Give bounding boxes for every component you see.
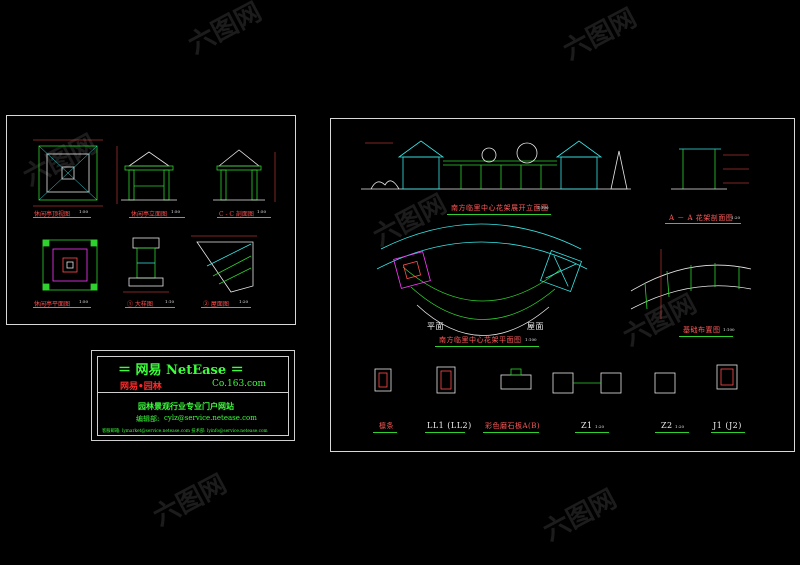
scale-section-cc: 1:50 [257, 209, 266, 214]
label-detail-1: ① 大样图 [127, 301, 153, 308]
scale-front-elevation: 1:50 [171, 209, 180, 214]
watermark-text: 六图网 [558, 3, 642, 67]
underline [655, 432, 689, 433]
trellis-details [374, 364, 738, 394]
title-trellis-elevation: 南方临里中心花架展开立面图 [451, 204, 549, 212]
scale-top-plan: 1:50 [79, 209, 88, 214]
label-plan-word: 平面 [427, 322, 444, 331]
underline [483, 432, 539, 433]
scale-floor-plan: 1:50 [79, 299, 88, 304]
pavilion-section-cc [213, 149, 276, 202]
watermark-text: 六图网 [183, 0, 267, 61]
label-beam: 檩条 [379, 422, 394, 430]
underline [125, 307, 175, 308]
netease-portal: 园林景观行业专业门户网站 [138, 401, 234, 411]
scale-z1: 1:20 [595, 424, 604, 429]
netease-title: ＝ 网易 NetEase ＝ [118, 363, 244, 378]
pavilion-top-plan [33, 139, 103, 207]
underline [679, 336, 733, 337]
title-trellis-plan: 南方临里中心花架平面图 [439, 336, 522, 344]
label-roof-word: 屋面 [527, 322, 544, 331]
trellis-elevation [361, 140, 631, 190]
underline [201, 307, 251, 308]
drawing-sheet-trellis: 南方临里中心花架展开立面图 1:100 A － A 花架剖面图 1:20 平面 … [330, 118, 795, 452]
trellis-drawings [361, 140, 752, 394]
watermark-text: 六图网 [538, 484, 622, 548]
label-z1: Z1 [581, 421, 593, 430]
netease-info-box: ＝ 网易 NetEase ＝ 网易•园林 Co.163.com 园林景观行业专业… [91, 350, 295, 441]
label-section-cc: C - C 剖面图 [219, 211, 254, 218]
label-ll: LL1 (LL2) [427, 421, 472, 430]
trellis-foundation [630, 249, 752, 319]
divider [98, 392, 288, 393]
pavilion-drawings [33, 139, 276, 293]
scale-z2: 1:20 [675, 424, 684, 429]
trellis-plan [376, 223, 588, 336]
label-stone: 彩色磨石板A(B) [485, 422, 541, 430]
underline [373, 432, 397, 433]
netease-contact: 客服邮箱: lymarket@service.netease.com 技术部: … [102, 429, 268, 434]
underline [575, 432, 609, 433]
netease-editor-email: cylz@service.netease.com [164, 414, 257, 422]
underline [711, 432, 745, 433]
pavilion-detail-1 [123, 237, 169, 293]
label-floor-plan: 休闲亭平面图 [34, 301, 71, 308]
label-detail-2: ② 屋面图 [203, 301, 229, 308]
pavilion-detail-2-roof [191, 235, 257, 293]
scale-detail-1: 1:10 [165, 299, 174, 304]
underline [33, 307, 91, 308]
label-j1: J1 (J2) [713, 421, 742, 430]
label-z2: Z2 [661, 421, 673, 430]
netease-sub-right: Co.163.com [212, 379, 267, 389]
scale-foundation: 1:100 [723, 327, 735, 332]
scale-trellis-plan: 1:100 [525, 337, 537, 342]
scale-detail-2: 1:20 [239, 299, 248, 304]
drawing-sheet-pavilion: 休闲亭顶视图 1:50 休闲亭立面图 1:50 C - C 剖面图 1:50 休… [6, 115, 296, 325]
underline [129, 217, 185, 218]
title-section-aa: A － A 花架剖面图 [669, 214, 734, 222]
pavilion-floor-plan [42, 239, 98, 291]
pavilion-front-elevation [116, 146, 177, 204]
label-top-plan: 休闲亭顶视图 [34, 211, 71, 218]
netease-sub-left: 网易•园林 [120, 382, 162, 392]
trellis-section-aa [671, 148, 749, 190]
underline [33, 217, 91, 218]
label-front-elevation: 休闲亭立面图 [131, 211, 168, 218]
scale-section-aa: 1:20 [731, 215, 740, 220]
watermark-text: 六图网 [148, 469, 232, 533]
underline [425, 432, 465, 433]
underline [665, 223, 741, 224]
underline [217, 217, 271, 218]
title-foundation: 基础布置图 [683, 326, 721, 334]
underline [447, 214, 551, 215]
underline [435, 346, 539, 347]
netease-info-inner [97, 356, 289, 436]
netease-editor-label: 编辑部: [136, 415, 160, 423]
scale-trellis-elevation: 1:100 [537, 205, 549, 210]
